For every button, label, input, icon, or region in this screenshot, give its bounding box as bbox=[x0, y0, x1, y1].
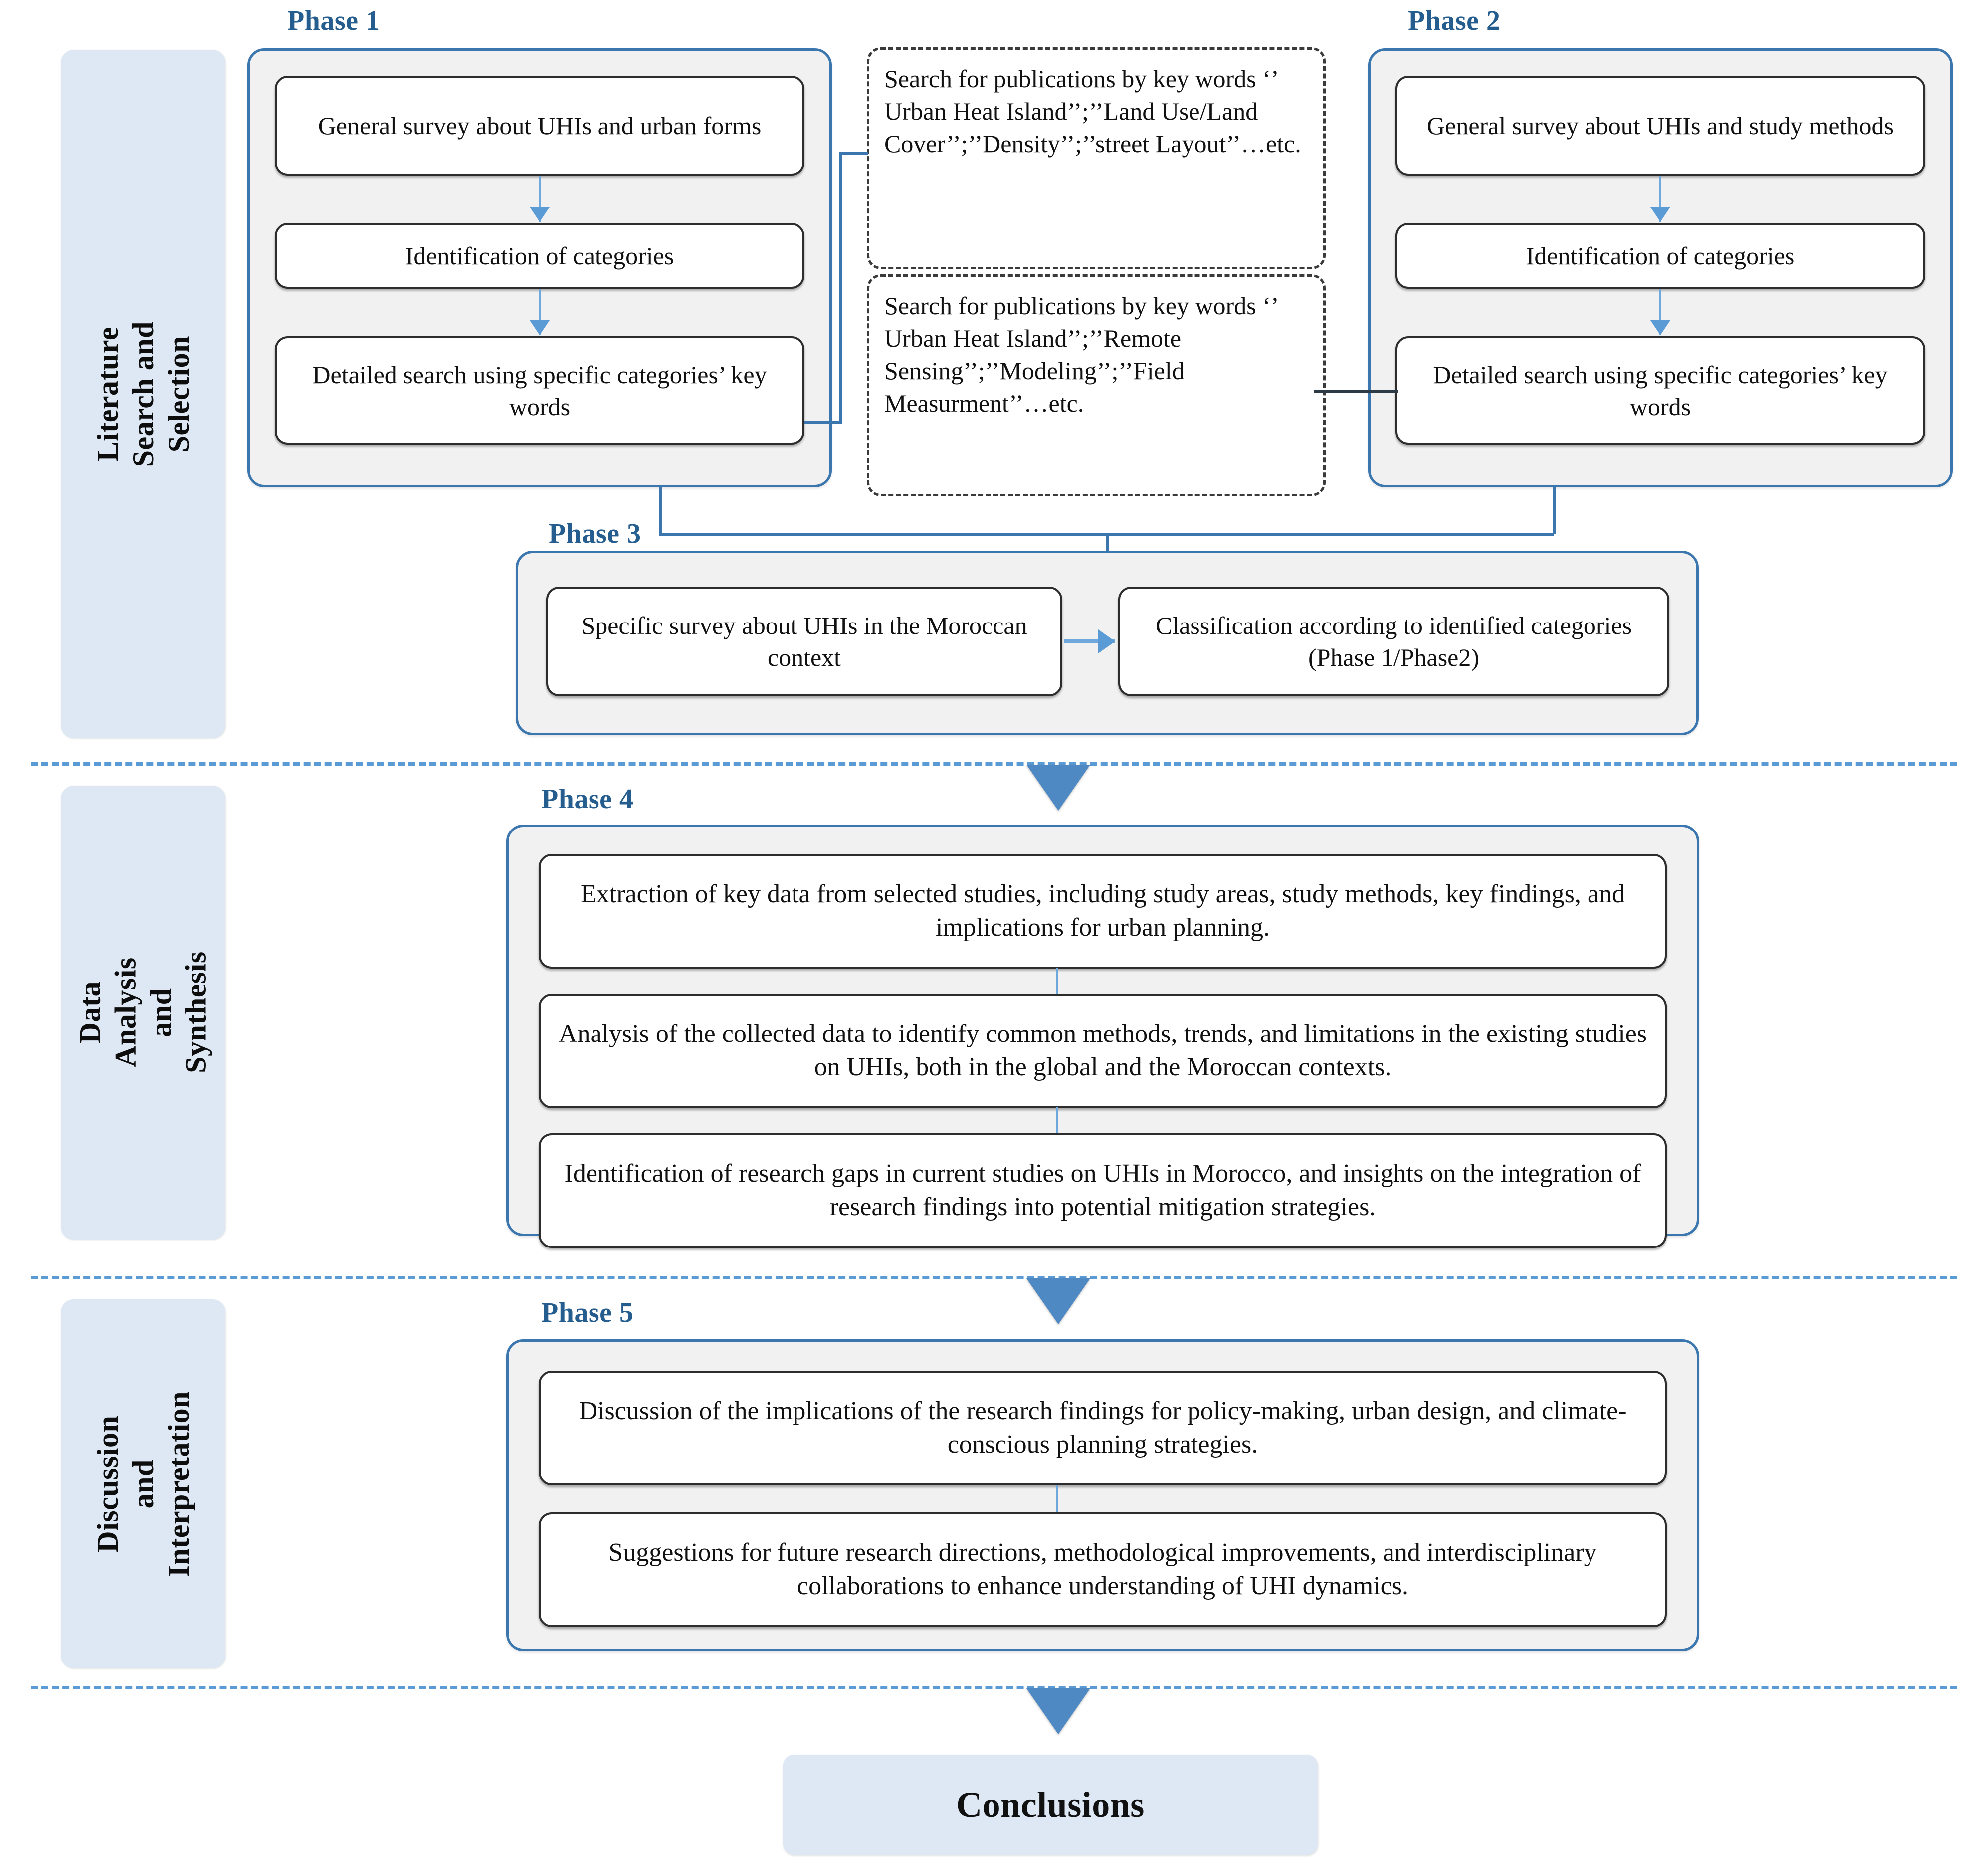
phase2-step-3: Detailed search using specific categorie… bbox=[1395, 336, 1925, 445]
phase5-label: Phase 5 bbox=[541, 1297, 634, 1328]
connector-phase1-down bbox=[659, 486, 662, 534]
phase4-label: Phase 4 bbox=[541, 784, 634, 815]
phase3-label: Phase 3 bbox=[549, 518, 641, 549]
connector-phase1-to-keyword1 bbox=[839, 152, 868, 155]
phase3-step-2: Classification according to identified c… bbox=[1118, 587, 1669, 696]
phase2-step-2: Identification of categories bbox=[1395, 223, 1925, 289]
phase3-step-1: Specific survey about UHIs in the Morocc… bbox=[546, 587, 1062, 696]
phase1-step-3: Detailed search using specific categorie… bbox=[275, 336, 804, 445]
connector-phase1-bracket-vertical bbox=[839, 152, 842, 424]
section-arrow-to-phase5 bbox=[1026, 1278, 1090, 1324]
phase2-arrow-2 bbox=[1650, 289, 1670, 335]
section-divider-1 bbox=[31, 762, 1957, 766]
connector-phase1-step3-join bbox=[804, 421, 842, 424]
section-label-discussion: Discussion and Interpretation bbox=[91, 1391, 195, 1577]
phase1-step-1: General survey about UHIs and urban form… bbox=[275, 76, 804, 176]
section-arrow-to-phase4 bbox=[1026, 765, 1090, 811]
phase2-step-1: General survey about UHIs and study meth… bbox=[1395, 76, 1925, 176]
phase4-step-1: Extraction of key data from selected stu… bbox=[539, 854, 1667, 969]
section-label-data-analysis: Data Analysis and Synthesis bbox=[73, 951, 212, 1074]
phase1-arrow-1 bbox=[530, 176, 550, 222]
phase2-label: Phase 2 bbox=[1408, 5, 1501, 36]
phase1-label: Phase 1 bbox=[287, 5, 380, 36]
phase3-arrow-right bbox=[1064, 627, 1115, 655]
phase2-arrow-1 bbox=[1650, 176, 1670, 222]
section-chip-literature-search: Literature Search and Selection bbox=[61, 50, 225, 738]
phase5-step-1: Discussion of the implications of the re… bbox=[539, 1371, 1667, 1485]
conclusions-label: Conclusions bbox=[956, 1784, 1145, 1825]
section-divider-3 bbox=[31, 1686, 1957, 1689]
section-arrow-to-conclusions bbox=[1026, 1688, 1090, 1734]
phase1-step-2: Identification of categories bbox=[275, 223, 804, 289]
keyword-box-urban-form: Search for publications by key words ‘’ … bbox=[867, 47, 1326, 269]
section-divider-2 bbox=[31, 1276, 1957, 1279]
section-label-literature-search: Literature Search and Selection bbox=[91, 321, 195, 467]
connector-keyword2-to-phase2 bbox=[1314, 390, 1398, 393]
conclusions-box: Conclusions bbox=[783, 1755, 1318, 1855]
section-chip-data-analysis: Data Analysis and Synthesis bbox=[61, 786, 225, 1240]
keyword-box-methods: Search for publications by key words ‘’ … bbox=[867, 274, 1326, 496]
phase1-arrow-2 bbox=[530, 289, 550, 335]
phase5-step-2: Suggestions for future research directio… bbox=[539, 1512, 1667, 1627]
phase4-step-3: Identification of research gaps in curre… bbox=[539, 1133, 1667, 1248]
connector-phase2-down bbox=[1553, 486, 1556, 534]
section-chip-discussion: Discussion and Interpretation bbox=[61, 1299, 225, 1668]
phase4-step-2: Analysis of the collected data to identi… bbox=[539, 994, 1667, 1108]
